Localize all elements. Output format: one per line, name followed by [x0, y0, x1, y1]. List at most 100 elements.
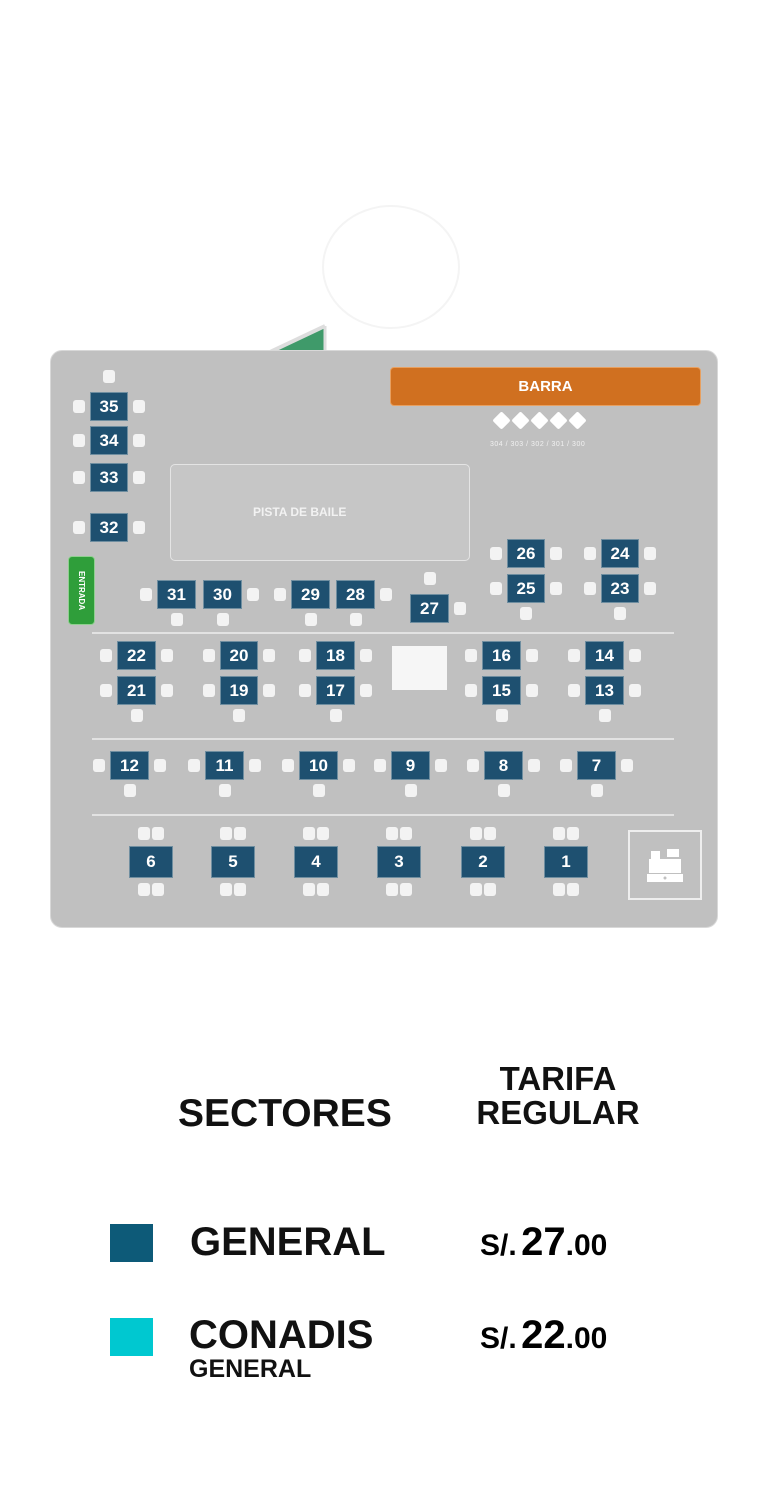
- row-divider: [92, 814, 674, 816]
- currency: S/.: [480, 1322, 517, 1355]
- table-9[interactable]: 9: [391, 751, 430, 780]
- table-25[interactable]: 25: [507, 574, 545, 603]
- table-31[interactable]: 31: [157, 580, 196, 609]
- chair-icon: [73, 434, 85, 447]
- bar-stool-300[interactable]: [568, 411, 587, 430]
- chair-icon: [567, 883, 579, 896]
- chair-icon: [553, 883, 565, 896]
- table-14[interactable]: 14: [585, 641, 624, 670]
- table-11[interactable]: 11: [205, 751, 244, 780]
- table-32[interactable]: 32: [90, 513, 128, 542]
- chair-icon: [100, 684, 112, 697]
- table-21[interactable]: 21: [117, 676, 156, 705]
- table-12[interactable]: 12: [110, 751, 149, 780]
- table-13[interactable]: 13: [585, 676, 624, 705]
- table-1[interactable]: 1: [544, 846, 588, 878]
- table-19[interactable]: 19: [220, 676, 258, 705]
- bar-stool-301[interactable]: [549, 411, 568, 430]
- bar-counter: BARRA: [390, 367, 701, 406]
- chair-icon: [520, 607, 532, 620]
- table-30[interactable]: 30: [203, 580, 242, 609]
- cash-register-icon: [628, 830, 702, 900]
- table-33[interactable]: 33: [90, 463, 128, 492]
- chair-icon: [629, 649, 641, 662]
- chair-icon: [528, 759, 540, 772]
- bar-stool-303[interactable]: [511, 411, 530, 430]
- sectores-header: SECTORES: [178, 1092, 392, 1135]
- table-26[interactable]: 26: [507, 539, 545, 568]
- chair-icon: [138, 883, 150, 896]
- chair-icon: [349, 613, 362, 626]
- chair-icon: [467, 759, 479, 772]
- table-22[interactable]: 22: [117, 641, 156, 670]
- chair-icon: [299, 649, 311, 662]
- table-18[interactable]: 18: [316, 641, 355, 670]
- chair-icon: [303, 883, 315, 896]
- chair-icon: [282, 759, 294, 772]
- chair-icon: [218, 784, 231, 797]
- chair-icon: [360, 649, 372, 662]
- chair-icon: [154, 759, 166, 772]
- chair-icon: [614, 607, 626, 620]
- chair-icon: [386, 827, 398, 840]
- bar-stools[interactable]: [492, 411, 587, 430]
- chair-icon: [234, 827, 246, 840]
- chair-icon: [484, 883, 496, 896]
- chair-icon: [644, 547, 656, 560]
- table-3[interactable]: 3: [377, 846, 421, 878]
- bar-stool-304[interactable]: [492, 411, 511, 430]
- conadis-color-swatch: [110, 1318, 153, 1356]
- chair-icon: [100, 649, 112, 662]
- chair-icon: [380, 588, 392, 601]
- bar-stool-302[interactable]: [530, 411, 549, 430]
- price-integer: 27: [521, 1220, 566, 1264]
- table-15[interactable]: 15: [482, 676, 521, 705]
- watermark-logo: [322, 205, 460, 329]
- chair-icon: [263, 649, 275, 662]
- bar-stool-numbers: 304 / 303 / 302 / 301 / 300: [490, 441, 586, 448]
- table-10[interactable]: 10: [299, 751, 338, 780]
- table-7[interactable]: 7: [577, 751, 616, 780]
- chair-icon: [584, 547, 596, 560]
- chair-icon: [203, 649, 215, 662]
- chair-icon: [497, 784, 510, 797]
- chair-icon: [454, 602, 466, 615]
- table-35[interactable]: 35: [90, 392, 128, 421]
- chair-icon: [203, 684, 215, 697]
- chair-icon: [644, 582, 656, 595]
- chair-icon: [374, 759, 386, 772]
- table-6[interactable]: 6: [129, 846, 173, 878]
- chair-icon: [170, 613, 183, 626]
- table-29[interactable]: 29: [291, 580, 330, 609]
- chair-icon: [400, 883, 412, 896]
- price-decimals: .00: [565, 1322, 608, 1355]
- table-23[interactable]: 23: [601, 574, 639, 603]
- table-5[interactable]: 5: [211, 846, 255, 878]
- table-20[interactable]: 20: [220, 641, 258, 670]
- table-34[interactable]: 34: [90, 426, 128, 455]
- chair-icon: [343, 759, 355, 772]
- table-4[interactable]: 4: [294, 846, 338, 878]
- chair-icon: [249, 759, 261, 772]
- table-24[interactable]: 24: [601, 539, 639, 568]
- chair-icon: [263, 684, 275, 697]
- sector-conadis-sub: GENERAL: [189, 1355, 312, 1383]
- table-8[interactable]: 8: [484, 751, 523, 780]
- chair-icon: [299, 684, 311, 697]
- chair-icon: [400, 827, 412, 840]
- currency: S/.: [480, 1229, 517, 1262]
- chair-icon: [490, 582, 502, 595]
- tarifa-header: TARIFA REGULAR: [470, 1062, 646, 1130]
- chair-icon: [304, 613, 317, 626]
- table-27[interactable]: 27: [410, 594, 449, 623]
- chair-icon: [233, 709, 245, 722]
- table-28[interactable]: 28: [336, 580, 375, 609]
- table-17[interactable]: 17: [316, 676, 355, 705]
- chair-icon: [629, 684, 641, 697]
- chair-icon: [220, 883, 232, 896]
- general-price: S/. 27.00: [480, 1220, 607, 1265]
- chair-icon: [465, 684, 477, 697]
- table-2[interactable]: 2: [461, 846, 505, 878]
- table-16[interactable]: 16: [482, 641, 521, 670]
- chair-icon: [590, 784, 603, 797]
